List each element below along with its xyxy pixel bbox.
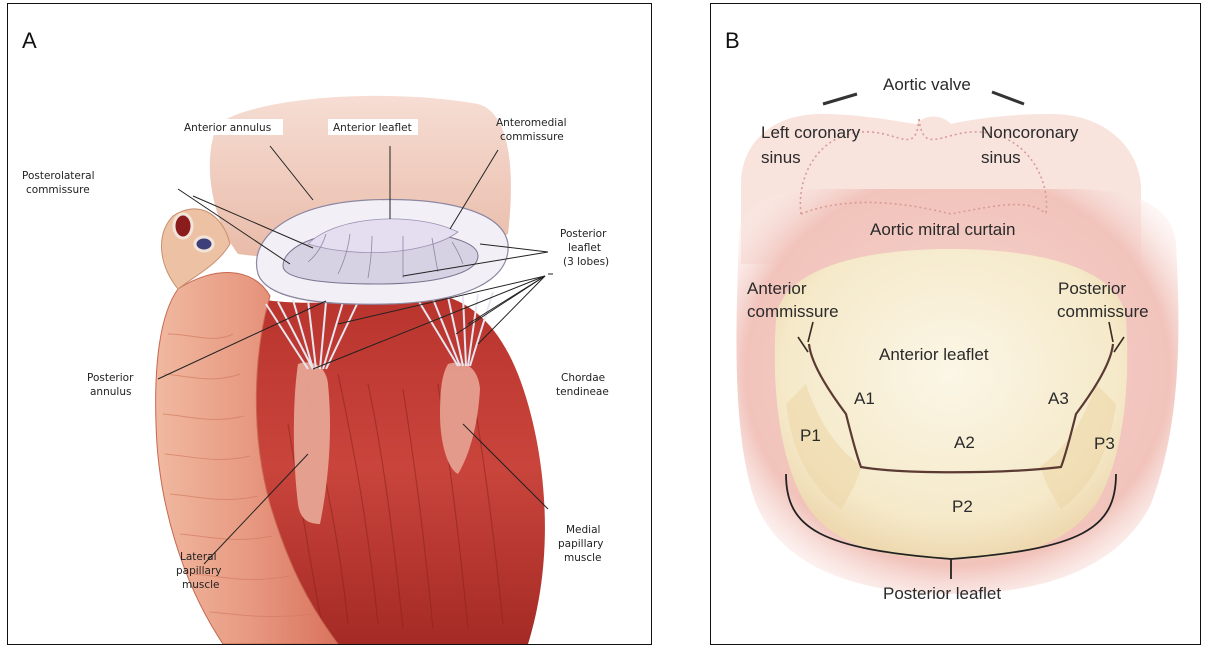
label-aortic-mitral-curtain: Aortic mitral curtain (870, 220, 1015, 239)
label-posterior-commissure-line2: commissure (1057, 302, 1149, 321)
label-posterior-commissure-line1: Posterior (1058, 279, 1126, 298)
label-medial-pm-line3: muscle (564, 552, 602, 564)
label-posterior-leaflet-line3: (3 lobes) (563, 256, 609, 268)
panel-b: B (710, 3, 1201, 645)
label-p3: P3 (1094, 434, 1115, 453)
label-anterior-leaflet: Anterior leaflet (879, 345, 989, 364)
label-noncoronary-line2: sinus (981, 148, 1021, 167)
label-posterior-annulus-line1: Posterior (87, 372, 134, 384)
label-anterior-commissure-line1: Anterior (747, 279, 807, 298)
label-a1: A1 (854, 389, 875, 408)
label-anterior-leaflet: Anterior leaflet (333, 122, 412, 134)
label-a3: A3 (1048, 389, 1069, 408)
label-posterolateral-line1: Posterolateral (22, 170, 95, 182)
label-chordae-line2: tendineae (556, 386, 609, 398)
label-posterior-annulus-line2: annulus (90, 386, 131, 398)
label-p1: P1 (800, 426, 821, 445)
label-posterior-leaflet: Posterior leaflet (883, 584, 1001, 603)
label-noncoronary-line1: Noncoronary (981, 123, 1079, 142)
label-p2: P2 (952, 497, 973, 516)
label-a2: A2 (954, 433, 975, 452)
mitral-valve-scallops-diagram: Aortic valve Left coronary sinus Noncoro… (711, 4, 1201, 645)
label-anteromedial-line2: commissure (500, 131, 564, 143)
label-medial-pm-line2: papillary (558, 538, 603, 550)
label-lateral-pm-line2: papillary (176, 565, 221, 577)
label-left-coronary-line2: sinus (761, 148, 801, 167)
panel-a: A (7, 3, 652, 645)
label-posterior-leaflet-line1: Posterior (560, 228, 607, 240)
label-left-coronary-line1: Left coronary (761, 123, 861, 142)
label-medial-pm-line1: Medial (566, 524, 600, 536)
label-anterior-annulus: Anterior annulus (184, 122, 271, 134)
label-chordae-line1: Chordae (561, 372, 605, 384)
mitral-valve-anatomy-illustration: Anterior annulus Anterior leaflet Antero… (8, 4, 652, 645)
label-posterolateral-line2: commissure (26, 184, 90, 196)
label-posterior-leaflet-line2: leaflet (568, 242, 601, 254)
label-aortic-valve: Aortic valve (883, 75, 971, 94)
coronary-vessel-1 (174, 214, 192, 238)
label-lateral-pm-line3: muscle (182, 579, 220, 591)
label-anteromedial-line1: Anteromedial (496, 117, 567, 129)
label-anterior-commissure-line2: commissure (747, 302, 839, 321)
coronary-vessel-2 (195, 237, 213, 251)
label-lateral-pm-line1: Lateral (180, 551, 217, 563)
